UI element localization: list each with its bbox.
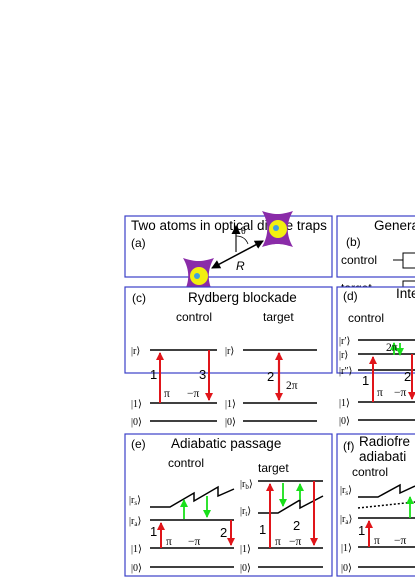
panel-b-label: (b) <box>346 235 361 249</box>
f-pi-label: π <box>374 535 380 547</box>
panel-a: Two atoms in optical dipole traps (a) θ … <box>124 211 333 294</box>
d-step-1-label: 1 <box>362 373 369 388</box>
e-minus-pi-target: −π <box>289 536 301 548</box>
r-distance-label: R <box>236 259 245 273</box>
d-ket-0: |0⟩ <box>339 416 350 427</box>
e-pi-control: π <box>166 536 172 548</box>
panel-c-title: Rydberg blockade <box>188 290 297 305</box>
panel-e-label: (e) <box>131 437 146 451</box>
e-control-sawtooth <box>150 485 235 508</box>
e-ket-rb: |rb⟩ <box>240 479 253 491</box>
f-ket-rs: |rs⟩ <box>340 485 352 497</box>
target-ket-1: |1⟩ <box>225 399 236 410</box>
e-ket-rt: |rt⟩ <box>240 506 251 518</box>
atom-right-core <box>273 225 279 231</box>
e-step-2-control: 2 <box>220 525 227 540</box>
d-pi-label: π <box>377 387 383 399</box>
separation-arrow <box>211 240 264 269</box>
f-step-1: 1 <box>358 523 365 538</box>
control-ket-r: |r⟩ <box>131 346 140 357</box>
e-target-ket-0: |0⟩ <box>240 563 251 574</box>
e-target-ket-1: |1⟩ <box>240 544 251 555</box>
f-ket-0: |0⟩ <box>341 563 352 574</box>
d-ket-r-prime: |r′⟩ <box>339 336 351 347</box>
panel-c-target-label: target <box>263 310 294 324</box>
control-ket-0: |0⟩ <box>131 417 142 428</box>
step-3-label: 3 <box>199 367 206 382</box>
d-ket-1: |1⟩ <box>339 398 350 409</box>
d-ket-r-dprime: |r″⟩ <box>339 366 352 377</box>
panel-d-title: Inte <box>396 286 415 301</box>
panel-f-label: (f) <box>343 439 354 453</box>
panel-c-label: (c) <box>132 291 146 305</box>
e-ket-0: |0⟩ <box>131 563 142 574</box>
panel-e-title: Adiabatic passage <box>171 436 281 451</box>
control-ket-1: |1⟩ <box>131 399 142 410</box>
panel-b-frame <box>336 215 415 278</box>
e-minus-pi-control: −π <box>188 536 200 548</box>
panel-f-title-line1: Radiofre <box>359 434 410 449</box>
panel-b: Genera (b) control target <box>336 215 415 297</box>
theta-angle-arc <box>235 235 249 245</box>
e-step-1-target: 1 <box>259 522 266 537</box>
e-step-2-target: 2 <box>293 518 300 533</box>
e-step-1-control: 1 <box>150 524 157 539</box>
panel-c: (c) Rydberg blockade control target |r⟩ … <box>124 286 333 428</box>
f-sawtooth <box>358 483 415 498</box>
target-ket-0: |0⟩ <box>225 417 236 428</box>
d-two-pi-label: 2π <box>386 342 398 354</box>
minus-pi-label: −π <box>187 388 199 400</box>
d-step-2-label: 2 <box>404 369 411 384</box>
f-dotted-level <box>357 501 415 509</box>
panel-d: (d) Inte control |r′⟩ |r⟩ |r″⟩ |1⟩ |0⟩ 2… <box>336 286 415 427</box>
atom-left-core <box>194 273 200 279</box>
step-1-label: 1 <box>150 367 157 382</box>
panel-a-label: (a) <box>131 236 146 250</box>
panel-e-frame <box>124 433 333 577</box>
panel-c-control-label: control <box>176 310 212 324</box>
panel-e: (e) Adiabatic passage control target |rs… <box>124 433 333 577</box>
e-ket-1: |1⟩ <box>131 544 142 555</box>
f-minus-pi-label: −π <box>394 535 406 547</box>
e-pi-target: π <box>275 536 281 548</box>
panel-f: (f) Radiofre adiabati control |rs⟩ |ra⟩ … <box>336 433 415 577</box>
pi-label: π <box>164 388 170 400</box>
step-2-label: 2 <box>267 369 274 384</box>
panel-d-control-label: control <box>348 311 384 325</box>
f-ket-1: |1⟩ <box>341 543 352 554</box>
f-ket-ra: |ra⟩ <box>340 514 352 526</box>
panel-f-control-label: control <box>352 465 388 479</box>
target-ket-r: |r⟩ <box>225 346 234 357</box>
panel-f-frame <box>336 433 415 577</box>
panel-b-control-label: control <box>341 253 377 267</box>
theta-label: θ <box>241 226 246 237</box>
panel-f-title-line2: adiabati <box>359 449 406 464</box>
d-minus-pi-label: −π <box>394 387 406 399</box>
panel-e-control-label: control <box>168 456 204 470</box>
control-gate-box <box>402 252 415 269</box>
d-ket-r: |r⟩ <box>339 350 348 361</box>
panel-d-label: (d) <box>343 289 358 303</box>
e-ket-rs: |rs⟩ <box>129 495 141 507</box>
panel-e-target-label: target <box>258 461 289 475</box>
panel-a-title: Two atoms in optical dipole traps <box>131 218 327 233</box>
e-ket-ra: |ra⟩ <box>129 516 141 528</box>
panel-b-title: Genera <box>374 218 415 233</box>
two-pi-label: 2π <box>286 380 298 392</box>
